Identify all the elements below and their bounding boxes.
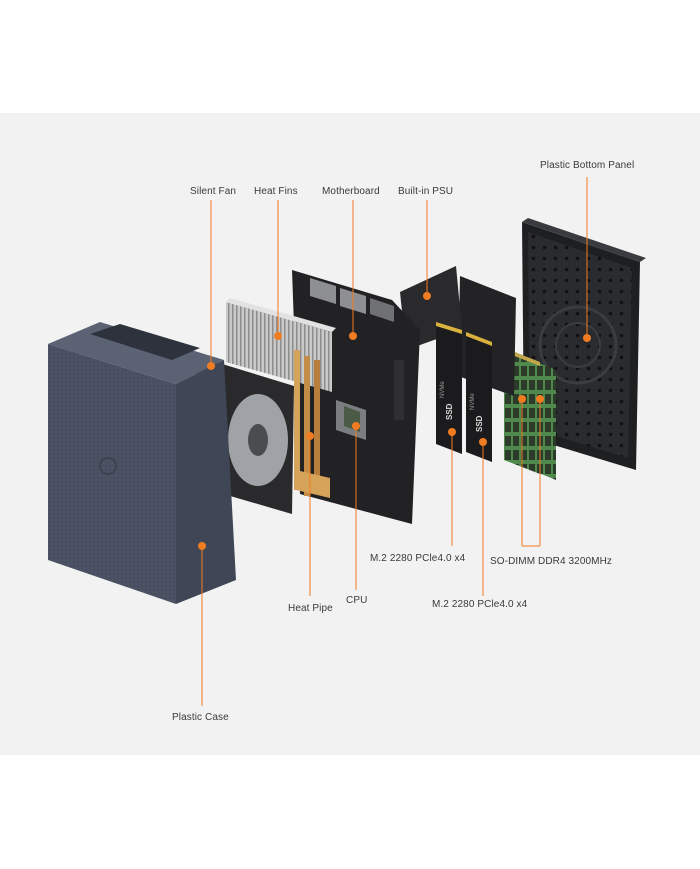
label-plastic-bottom-panel: Plastic Bottom Panel: [540, 160, 635, 171]
dot-m2-upper: [448, 428, 456, 436]
dot-plastic-case: [198, 542, 206, 550]
heat-pipe: [294, 350, 330, 498]
label-heat-fins: Heat Fins: [254, 186, 298, 197]
leader-dots: [198, 292, 591, 550]
dot-motherboard: [349, 332, 357, 340]
label-m2-upper: M.2 2280 PCle4.0 x4: [370, 553, 466, 564]
dot-built-in-psu: [423, 292, 431, 300]
dot-so-dimm-2: [536, 395, 544, 403]
dot-heat-pipe: [306, 432, 314, 440]
dot-plastic-bottom-panel: [583, 334, 591, 342]
label-heat-pipe: Heat Pipe: [288, 603, 333, 614]
ssd-upper-side-text: NVMe: [440, 381, 446, 398]
leader-lines: [201, 177, 588, 706]
label-m2-lower: M.2 2280 PCle4.0 x4: [432, 599, 528, 610]
label-silent-fan: Silent Fan: [190, 186, 237, 197]
ssd-upper-text: SSD: [445, 403, 454, 420]
dot-m2-lower: [479, 438, 487, 446]
label-plastic-case: Plastic Case: [172, 712, 229, 723]
dot-silent-fan: [207, 362, 215, 370]
ssd-lower-side-text: NVMe: [470, 393, 476, 410]
label-built-in-psu: Built-in PSU: [398, 186, 454, 197]
label-motherboard: Motherboard: [322, 186, 380, 197]
ssd-lower: [466, 332, 492, 462]
ssd-lower-text: SSD: [475, 415, 484, 432]
label-cpu: CPU: [346, 595, 368, 606]
dot-cpu: [352, 422, 360, 430]
plastic-case: [48, 322, 236, 604]
dot-so-dimm-1: [518, 395, 526, 403]
ssd-upper: [436, 322, 462, 454]
label-so-dimm: SO-DIMM DDR4 3200MHz: [490, 556, 613, 567]
dot-heat-fins: [274, 332, 282, 340]
